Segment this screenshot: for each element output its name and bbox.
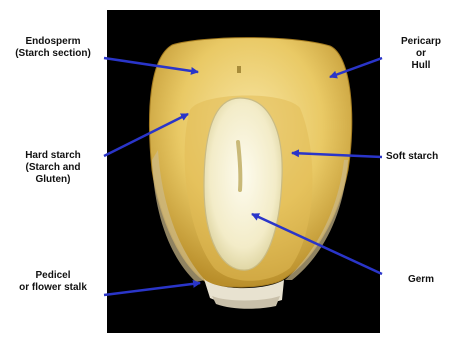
label-pericarp-line1: Pericarp [384, 36, 458, 48]
label-soft-starch-line1: Soft starch [386, 151, 459, 163]
label-hard-starch-line3: Gluten) [2, 174, 104, 186]
label-hard-starch: Hard starch (Starch and Gluten) [2, 150, 104, 186]
label-hard-starch-line1: Hard starch [2, 150, 104, 162]
label-pericarp-line3: Hull [384, 60, 458, 72]
label-soft-starch: Soft starch [386, 151, 459, 163]
label-pedicel-line1: Pedicel [2, 270, 104, 282]
label-endosperm: Endosperm (Starch section) [2, 36, 104, 60]
label-pericarp-line2: or [384, 48, 458, 60]
label-pedicel: Pedicel or flower stalk [2, 270, 104, 294]
label-hard-starch-line2: (Starch and [2, 162, 104, 174]
germ-region [204, 98, 282, 270]
label-germ: Germ [384, 274, 458, 286]
label-pericarp: Pericarp or Hull [384, 36, 458, 72]
label-pedicel-line2: or flower stalk [2, 282, 104, 294]
label-germ-line1: Germ [384, 274, 458, 286]
label-endosperm-line2: (Starch section) [2, 48, 104, 60]
germ-axis [238, 142, 240, 190]
label-endosperm-line1: Endosperm [2, 36, 104, 48]
endosperm-mark [237, 66, 241, 73]
